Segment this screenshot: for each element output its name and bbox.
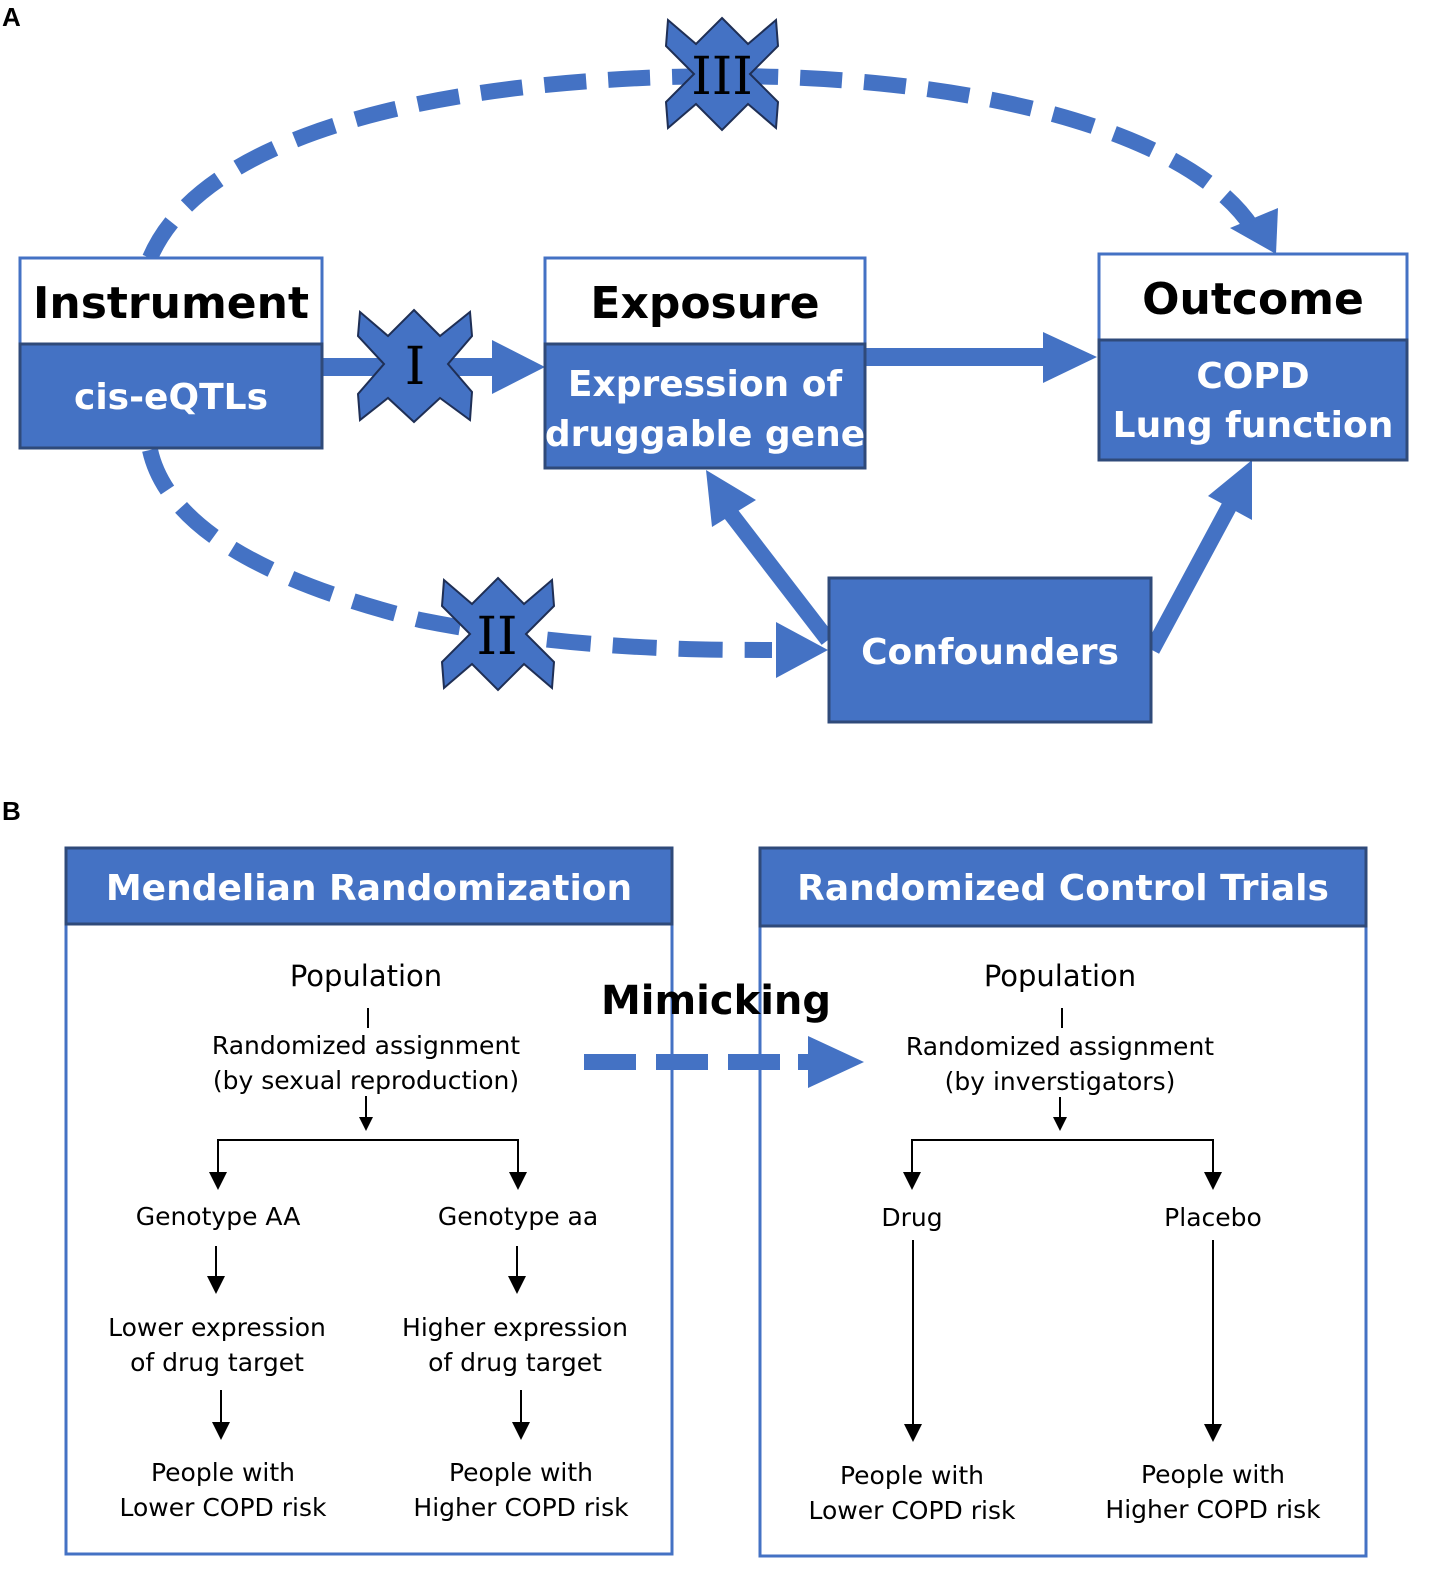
mr-right-branch: Genotype aa xyxy=(438,1202,598,1231)
rct-right-long-arrowhead xyxy=(1204,1424,1222,1442)
rct-right-outcome-line2: Higher COPD risk xyxy=(1105,1495,1321,1524)
outcome-detail-line2: Lung function xyxy=(1113,405,1394,446)
mr-right-outcome-line1: People with xyxy=(449,1458,593,1487)
confounders-exposure-arrowhead xyxy=(706,470,756,527)
exposure-box: Exposure Expression of druggable gene xyxy=(543,256,867,470)
rct-right-outcome-line1: People with xyxy=(1141,1460,1285,1489)
mr-assignment-line2: (by sexual reproduction) xyxy=(213,1066,519,1095)
outcome-detail-line1: COPD xyxy=(1196,356,1309,397)
exposure-outcome-arrowhead xyxy=(1043,332,1097,383)
mr-population: Population xyxy=(290,959,442,993)
mr-assignment-line1: Randomized assignment xyxy=(212,1031,520,1060)
rct-branch-bracket xyxy=(911,1139,1214,1188)
cross-icon-iii: III xyxy=(664,16,780,132)
panel-a-letter: A xyxy=(2,2,21,32)
panel-b-letter: B xyxy=(2,796,21,826)
mr-left-branch-arrow xyxy=(209,1172,227,1190)
rct-assignment-line1: Randomized assignment xyxy=(906,1032,1214,1061)
confounders-exposure-shaft xyxy=(721,505,835,645)
exposure-outcome-shaft xyxy=(865,348,1045,366)
rct-assignment-line2: (by inverstigators) xyxy=(945,1067,1176,1096)
mr-left-arrowhead-2 xyxy=(212,1422,230,1440)
exposure-title: Exposure xyxy=(590,278,819,329)
rct-left-long-arrowhead xyxy=(904,1424,922,1442)
cross-icon-ii: II xyxy=(440,576,556,692)
outcome-box: Outcome COPD Lung function xyxy=(1097,252,1409,462)
instrument-detail: cis-eQTLs xyxy=(74,377,268,418)
instrument-title: Instrument xyxy=(33,278,309,329)
rct-header: Randomized Control Trials xyxy=(797,868,1329,909)
rct-population: Population xyxy=(984,959,1136,993)
exposure-detail-line1: Expression of xyxy=(568,364,843,405)
confounders-box: Confounders xyxy=(827,576,1153,724)
rct-left-outcome-line1: People with xyxy=(840,1461,984,1490)
mr-left-expr-line2: of drug target xyxy=(130,1348,304,1377)
path-ii-dashed xyxy=(142,448,773,658)
assumption-label-ii: II xyxy=(476,607,517,667)
rct-left-branch-arrow xyxy=(903,1172,921,1190)
instrument-box: Instrument cis-eQTLs xyxy=(18,256,324,450)
rct-left-branch: Drug xyxy=(881,1203,942,1232)
rct-left-outcome-line2: Lower COPD risk xyxy=(809,1496,1016,1525)
mr-left-branch: Genotype AA xyxy=(136,1202,301,1231)
mr-left-arrowhead-1 xyxy=(207,1276,225,1294)
confounders-outcome-arrowhead xyxy=(1208,460,1252,520)
mr-right-outcome-line2: Higher COPD risk xyxy=(413,1493,629,1522)
confounders-label: Confounders xyxy=(861,632,1119,673)
mr-left-outcome-line2: Lower COPD risk xyxy=(120,1493,327,1522)
mr-header: Mendelian Randomization xyxy=(106,868,632,909)
path-ii-arrowhead xyxy=(776,622,828,678)
mr-left-expr-line1: Lower expression xyxy=(108,1313,326,1342)
outcome-title: Outcome xyxy=(1142,274,1364,325)
cross-icon-i: I xyxy=(356,308,474,424)
mr-right-arrowhead-2 xyxy=(512,1422,530,1440)
assumption-label-iii: III xyxy=(691,47,753,107)
exposure-detail-line2: druggable gene xyxy=(545,414,865,455)
path-i-arrowhead xyxy=(492,340,545,394)
path-iii-arrowhead xyxy=(1230,208,1278,254)
mr-branch-bracket xyxy=(217,1139,519,1188)
mimicking-label: Mimicking xyxy=(601,978,831,1024)
mr-right-branch-arrow xyxy=(509,1172,527,1190)
mimicking-arrow xyxy=(584,1036,864,1088)
rct-right-branch-arrow xyxy=(1204,1172,1222,1190)
mr-panel: Mendelian Randomization Population Rando… xyxy=(64,846,674,1556)
rct-right-branch: Placebo xyxy=(1164,1203,1262,1232)
mr-right-arrowhead-1 xyxy=(508,1276,526,1294)
mr-right-expr-line2: of drug target xyxy=(428,1348,602,1377)
assumption-label-i: I xyxy=(405,337,426,397)
rct-panel: Randomized Control Trials Population Ran… xyxy=(758,846,1368,1558)
mr-left-outcome-line1: People with xyxy=(151,1458,295,1487)
mr-right-expr-line1: Higher expression xyxy=(402,1313,628,1342)
path-iii-dashed xyxy=(142,67,1262,262)
confounders-outcome-shaft xyxy=(1144,501,1238,654)
